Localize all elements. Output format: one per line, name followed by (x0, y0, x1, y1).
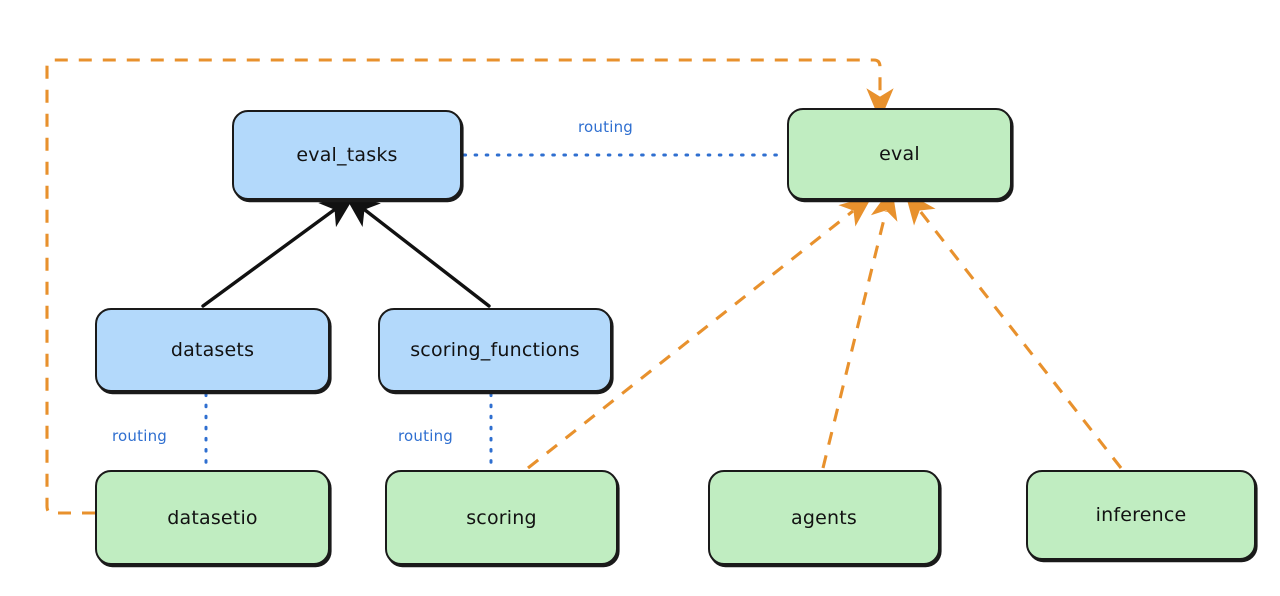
edge-scoring_functions-eval_tasks (343, 193, 491, 308)
edge-scoring-eval (527, 195, 873, 470)
node-label: eval (879, 143, 920, 165)
node-agents[interactable]: agents (708, 470, 940, 565)
edge-label-scoring-functions-scoring: routing (398, 427, 453, 445)
node-inference[interactable]: inference (1026, 470, 1256, 560)
node-label: scoring (466, 506, 537, 529)
edge-datasets-eval_tasks (201, 193, 356, 308)
edge-label-eval-tasks-eval: routing (578, 118, 633, 136)
node-datasets[interactable]: datasets (95, 308, 330, 392)
node-datasetio[interactable]: datasetio (95, 470, 330, 565)
node-label: agents (791, 506, 857, 529)
node-eval-tasks[interactable]: eval_tasks (232, 110, 462, 200)
node-scoring[interactable]: scoring (385, 470, 618, 565)
node-scoring-functions[interactable]: scoring_functions (378, 308, 612, 392)
edge-agents-eval (821, 186, 898, 469)
node-eval[interactable]: eval (787, 108, 1012, 200)
edge-inference-eval (904, 191, 1123, 469)
edge-label-datasets-datasetio: routing (112, 427, 167, 445)
node-label: inference (1095, 504, 1187, 526)
edge-datasetio-eval (45, 58, 894, 515)
node-label: scoring_functions (410, 339, 580, 361)
node-label: eval_tasks (296, 144, 398, 166)
node-label: datasets (170, 339, 255, 361)
node-label: datasetio (167, 506, 258, 529)
